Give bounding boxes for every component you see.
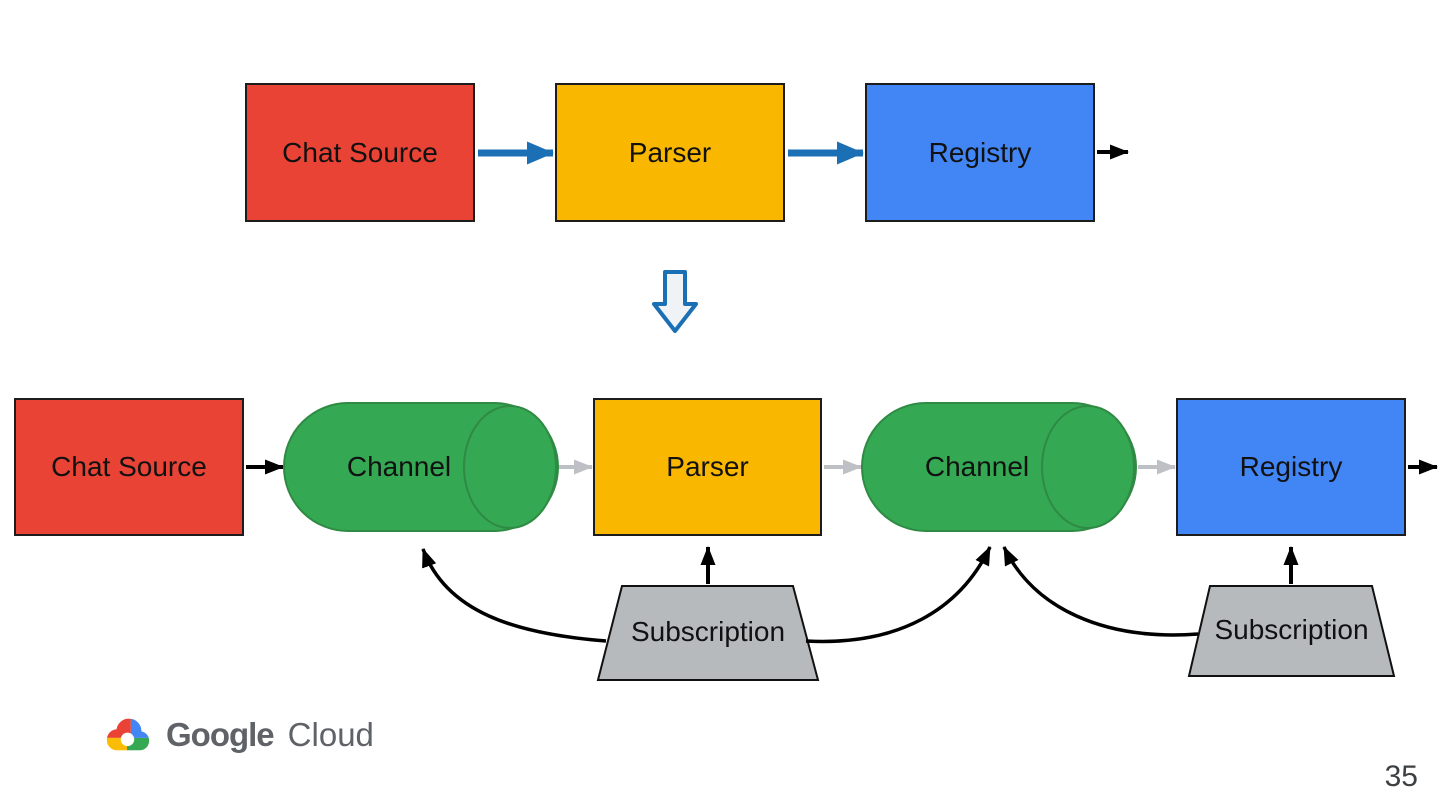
subscription1-label: Subscription <box>630 616 786 647</box>
node-label: Parser <box>628 136 712 168</box>
subscription-arrows <box>421 546 1299 644</box>
google-cloud-logo: Google Cloud <box>100 710 374 760</box>
google-cloud-icon <box>106 718 150 751</box>
arrow-subscription1-to-channel2 <box>805 546 992 644</box>
logo-text-cloud: Cloud <box>287 716 374 753</box>
top-node-registry: Registry <box>865 83 1095 222</box>
node-label: Registry <box>1239 451 1343 482</box>
channel-cylinder-1 <box>283 402 559 532</box>
bottom-node-parser: Parser <box>593 398 822 536</box>
cylinder-end-face <box>1041 405 1135 529</box>
arrow-subscription2-to-channel2 <box>1002 546 1199 637</box>
node-label: Parser <box>666 451 749 482</box>
node-label: Chat Source <box>51 451 207 482</box>
node-label: Chat Source <box>282 136 438 168</box>
top-node-parser: Parser <box>555 83 785 222</box>
channel-cylinder-2 <box>861 402 1137 532</box>
arrow-subscription1-to-channel1 <box>421 548 607 643</box>
top-flow-arrows <box>478 141 1129 165</box>
channel2-label: Channel <box>924 451 1030 482</box>
page-number: 35 <box>1384 760 1418 793</box>
top-node-chat-source: Chat Source <box>245 83 475 222</box>
logo-text-google: Google <box>166 716 275 753</box>
subscription-trapezoid-2 <box>1187 585 1396 677</box>
transform-down-arrow <box>652 270 698 333</box>
node-label: Registry <box>928 136 1032 168</box>
channel1-label: Channel <box>346 451 452 482</box>
subscription2-label: Subscription <box>1214 614 1369 645</box>
subscription-trapezoid-1 <box>596 585 820 681</box>
bottom-node-chat-source: Chat Source <box>14 398 244 536</box>
bottom-node-registry: Registry <box>1176 398 1406 536</box>
cylinder-end-face <box>463 405 557 529</box>
